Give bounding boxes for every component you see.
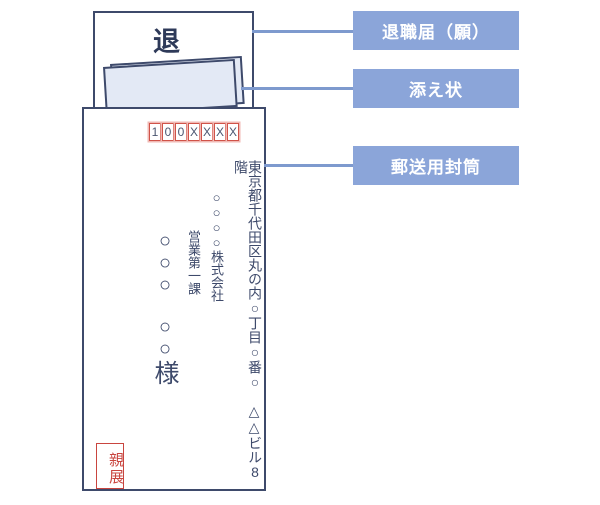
postal-code-box: X — [227, 123, 239, 141]
postal-code-row: 1 0 0 X X X X — [149, 123, 239, 141]
recipient-department: 営業第一課 — [186, 230, 201, 295]
callout-line-resignation-letter — [252, 30, 353, 33]
recipient-honorific: 様 — [151, 360, 179, 385]
postal-code-box: 1 — [149, 123, 161, 141]
label-mailing-envelope: 郵送用封筒 — [353, 146, 519, 185]
postal-code-box: X — [214, 123, 226, 141]
confidential-stamp: 親展 — [96, 443, 124, 489]
recipient-name-column: ○○○ ○○様 — [151, 230, 179, 385]
postal-code-box: X — [201, 123, 213, 141]
postal-code-box: 0 — [162, 123, 174, 141]
callout-line-mailing-envelope — [264, 164, 353, 167]
label-cover-letter: 添え状 — [353, 69, 519, 108]
resignation-letter-title-char: 退 — [153, 27, 180, 57]
label-resignation-letter: 退職届（願） — [353, 11, 519, 50]
callout-line-cover-letter — [241, 87, 353, 90]
mailing-envelope: 1 0 0 X X X X 東京都千代田区丸の内○丁目○番○ △△ビル8階 ○○… — [82, 107, 266, 491]
postal-code-box: 0 — [175, 123, 187, 141]
recipient-company: ○○○○株式会社 — [209, 190, 224, 302]
recipient-name: ○○○ ○○ — [154, 230, 176, 360]
postal-code-box: X — [188, 123, 200, 141]
recipient-address: 東京都千代田区丸の内○丁目○番○ △△ビル8階 — [233, 160, 263, 480]
